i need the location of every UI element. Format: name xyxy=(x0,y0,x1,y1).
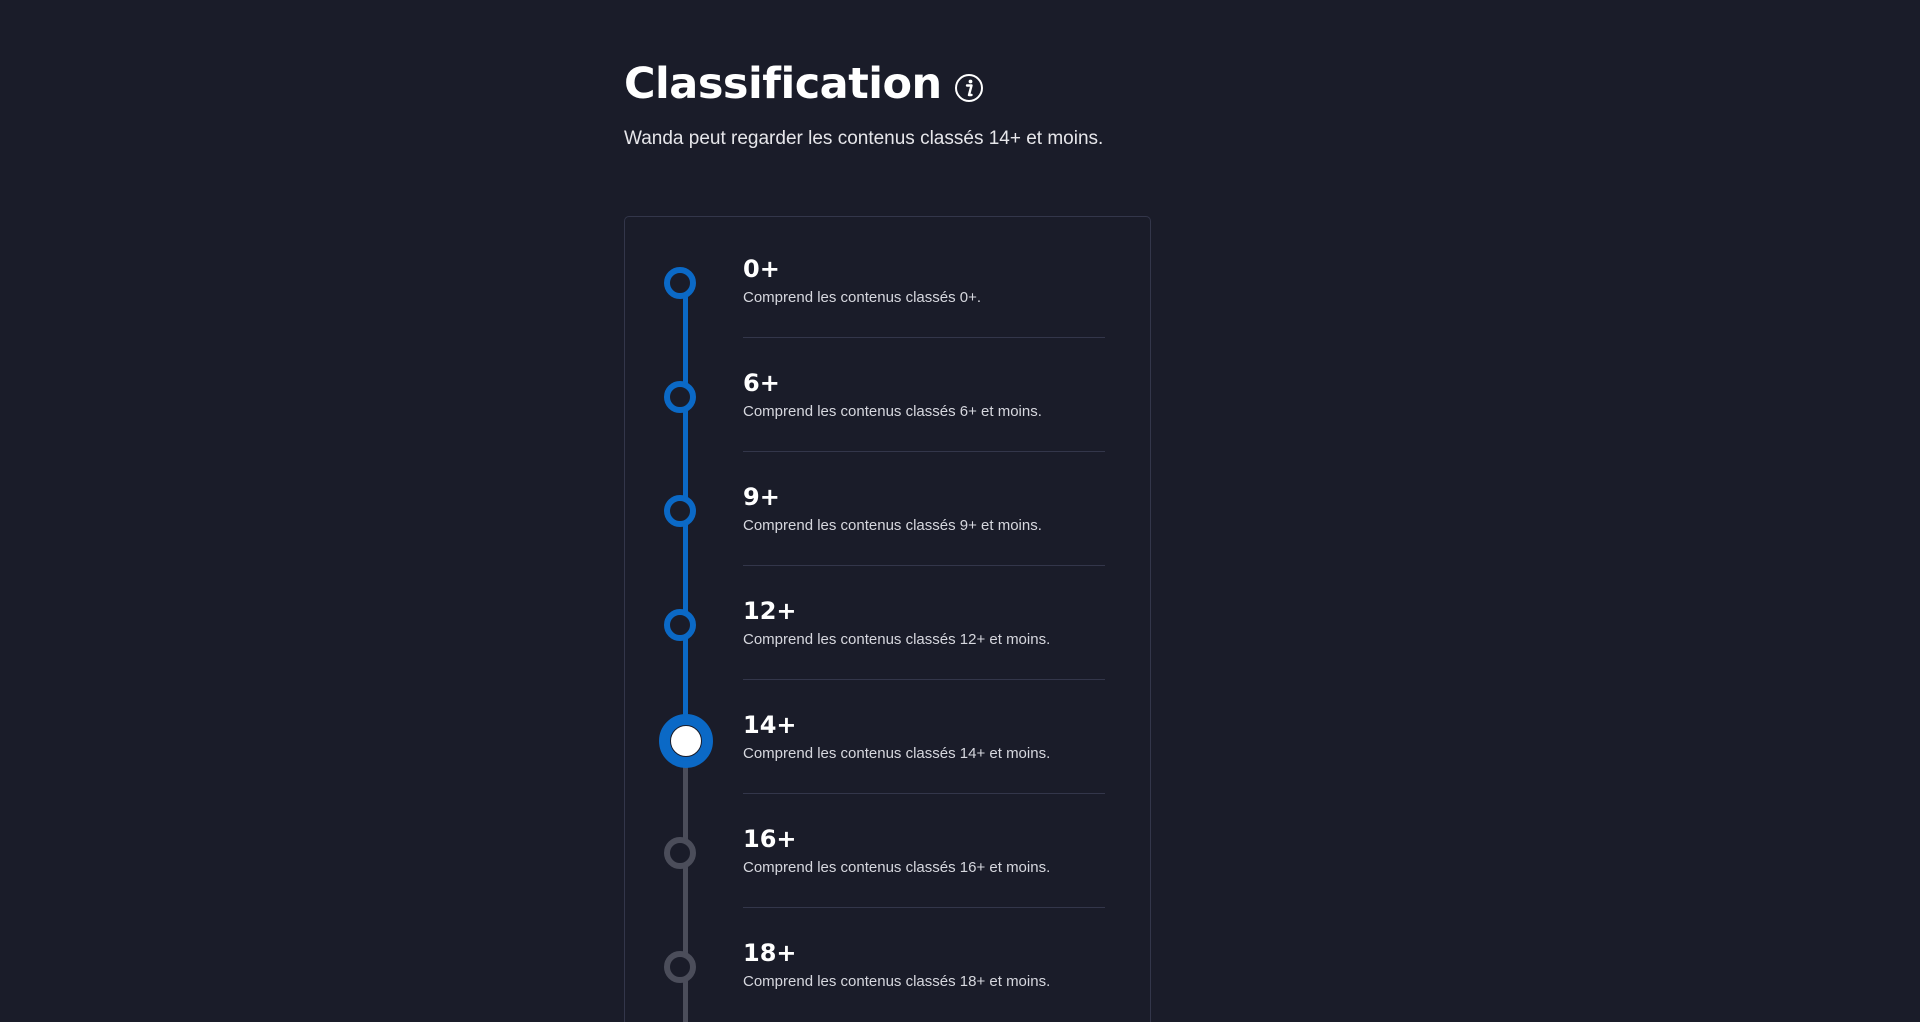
rating-node xyxy=(664,609,696,641)
title-row: Classification xyxy=(624,54,1153,114)
rating-label: 12+ xyxy=(743,597,797,625)
divider xyxy=(743,793,1105,794)
rating-option-14-selected[interactable]: 14+ Comprend les contenus classés 14+ et… xyxy=(625,709,1152,823)
rating-text: 18+ Comprend les contenus classés 18+ et… xyxy=(743,939,1105,990)
rating-option-16[interactable]: 16+ Comprend les contenus classés 16+ et… xyxy=(625,823,1152,937)
rating-description: Comprend les contenus classés 12+ et moi… xyxy=(743,631,1051,648)
rating-description: Comprend les contenus classés 0+. xyxy=(743,289,982,306)
rating-option-9[interactable]: 9+ Comprend les contenus classés 9+ et m… xyxy=(625,481,1152,595)
rating-label: 18+ xyxy=(743,939,797,967)
rating-node xyxy=(664,495,696,527)
rating-option-6[interactable]: 6+ Comprend les contenus classés 6+ et m… xyxy=(625,367,1152,481)
rating-text: 9+ Comprend les contenus classés 9+ et m… xyxy=(743,483,1105,534)
rating-label: 14+ xyxy=(743,711,797,739)
rating-option-18[interactable]: 18+ Comprend les contenus classés 18+ et… xyxy=(625,937,1152,1022)
rating-label: 9+ xyxy=(743,483,780,511)
divider xyxy=(743,565,1105,566)
page-subtitle: Wanda peut regarder les contenus classés… xyxy=(624,128,1104,149)
rating-description: Comprend les contenus classés 9+ et moin… xyxy=(743,517,1042,534)
rating-text: 6+ Comprend les contenus classés 6+ et m… xyxy=(743,369,1105,420)
rating-description: Comprend les contenus classés 16+ et moi… xyxy=(743,859,1051,876)
info-icon[interactable] xyxy=(954,73,984,103)
divider xyxy=(743,907,1105,908)
rating-text: 12+ Comprend les contenus classés 12+ et… xyxy=(743,597,1105,648)
page-title: Classification xyxy=(624,59,942,109)
divider xyxy=(743,337,1105,338)
rating-description: Comprend les contenus classés 18+ et moi… xyxy=(743,973,1051,990)
rating-label: 16+ xyxy=(743,825,797,853)
rating-description: Comprend les contenus classés 6+ et moin… xyxy=(743,403,1042,420)
rating-option-0[interactable]: 0+ Comprend les contenus classés 0+. xyxy=(625,253,1152,367)
divider xyxy=(743,451,1105,452)
rating-list-card: 0+ Comprend les contenus classés 0+. 6+ … xyxy=(624,216,1151,1022)
rating-node xyxy=(664,837,696,869)
rating-text: 16+ Comprend les contenus classés 16+ et… xyxy=(743,825,1105,876)
rating-node xyxy=(664,267,696,299)
rating-node xyxy=(664,951,696,983)
rating-node-selected xyxy=(659,714,713,768)
rating-text: 0+ Comprend les contenus classés 0+. xyxy=(743,255,1105,306)
rail-inactive xyxy=(683,742,688,1022)
rating-label: 0+ xyxy=(743,255,780,283)
rating-node xyxy=(664,381,696,413)
classification-section: Classification Wanda peut regarder les c… xyxy=(624,54,1153,1022)
rating-option-12[interactable]: 12+ Comprend les contenus classés 12+ et… xyxy=(625,595,1152,709)
divider xyxy=(743,679,1105,680)
rating-label: 6+ xyxy=(743,369,780,397)
rating-text: 14+ Comprend les contenus classés 14+ et… xyxy=(743,711,1105,762)
rating-description: Comprend les contenus classés 14+ et moi… xyxy=(743,745,1051,762)
